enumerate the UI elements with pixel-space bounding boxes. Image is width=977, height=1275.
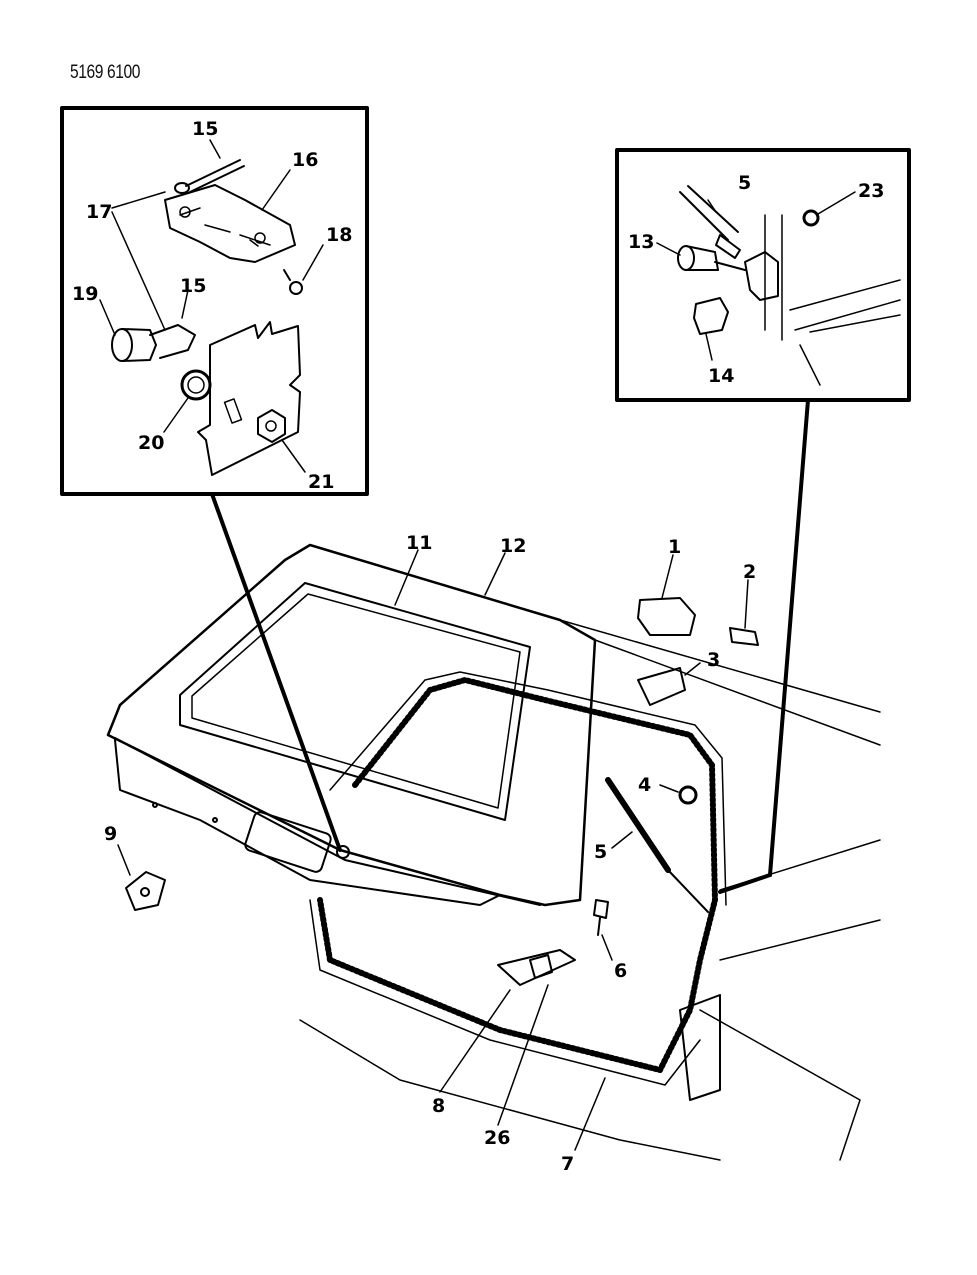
callouts: 1 2 3 4 5 5 6 7 8 9 11 12 13 14 15 15 16… — [72, 118, 884, 1175]
document-number: 5169 6100 — [70, 62, 140, 83]
callout-7: 7 — [561, 1153, 574, 1175]
callout-21: 21 — [308, 471, 334, 493]
callout-17: 17 — [86, 201, 112, 223]
callout-2: 2 — [743, 561, 756, 583]
callout-6: 6 — [614, 960, 627, 982]
callout-23: 23 — [858, 180, 884, 202]
callout-15-lower: 15 — [180, 275, 206, 297]
strut-inset — [615, 148, 911, 402]
callout-12: 12 — [500, 535, 526, 557]
callout-8: 8 — [432, 1095, 445, 1117]
callout-4: 4 — [638, 774, 651, 796]
strut-leader-line — [768, 398, 810, 877]
callout-3: 3 — [707, 649, 720, 671]
callout-26: 26 — [484, 1127, 510, 1149]
liftgate-main-view — [106, 543, 881, 1161]
callout-14: 14 — [708, 365, 734, 387]
callout-5-inset: 5 — [738, 172, 751, 194]
callout-5-main: 5 — [594, 841, 607, 863]
callout-16: 16 — [292, 149, 318, 171]
latch-leader-line — [210, 492, 342, 852]
callout-19: 19 — [72, 283, 98, 305]
callout-15-top: 15 — [192, 118, 218, 140]
callout-11: 11 — [406, 532, 432, 554]
latch-inset — [60, 106, 369, 496]
callout-9: 9 — [104, 823, 117, 845]
callout-13: 13 — [628, 231, 654, 253]
callout-18: 18 — [326, 224, 352, 246]
callout-20: 20 — [138, 432, 164, 454]
callout-1: 1 — [668, 536, 681, 558]
